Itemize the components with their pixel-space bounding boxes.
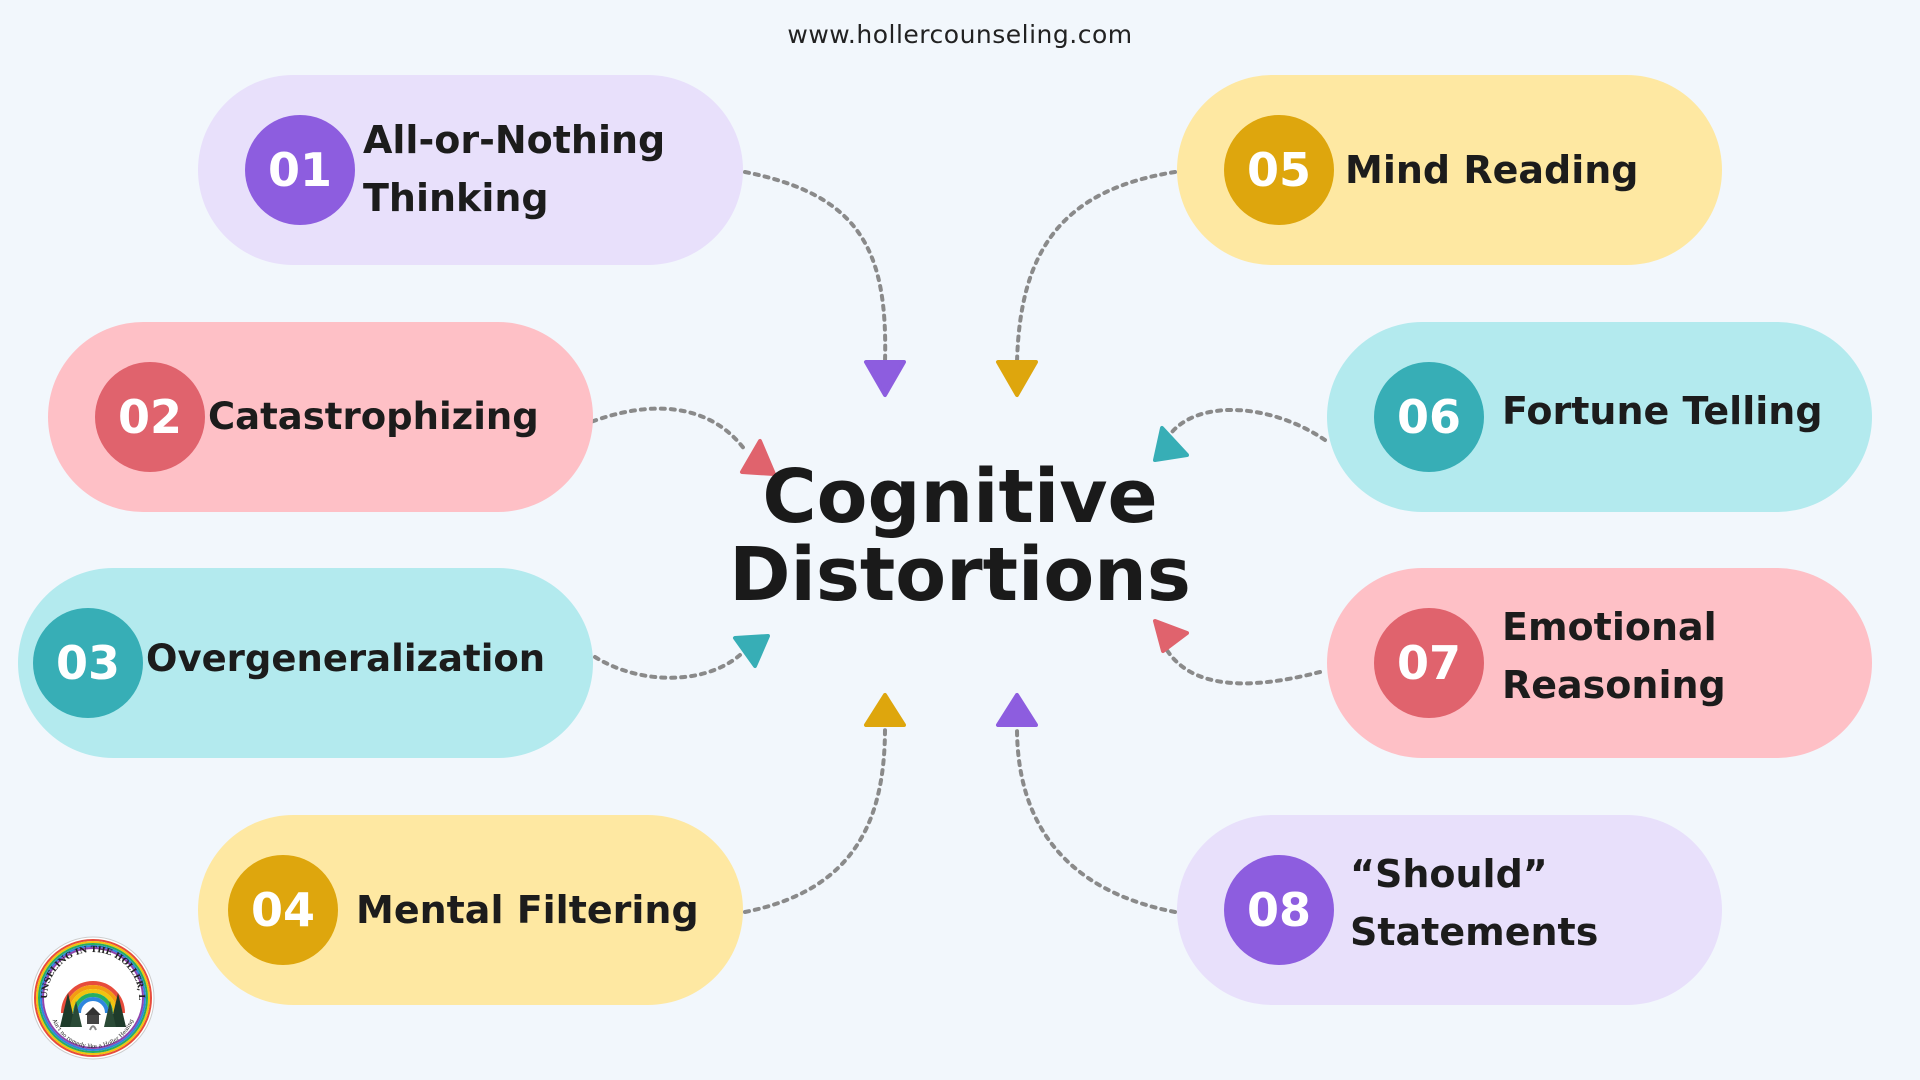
item-01-label-line2: Thinking [363,176,549,220]
title-line2: Distortions [729,532,1191,618]
item-02-number: 02 [95,362,205,472]
item-04-card: 04 Mental Filtering [198,815,743,1005]
item-08-label-line2: Statements [1350,910,1599,954]
item-08-card: 08 “Should” Statements [1177,815,1722,1005]
connector-05 [1015,170,1177,364]
item-03-label: Overgeneralization [146,630,545,688]
counseling-logo: COUNSELING IN THE HOLLER, LLC Ain't no r… [30,935,155,1060]
item-01-label: All-or-Nothing Thinking [363,111,665,227]
connector-06 [1170,408,1327,442]
diagram-title: Cognitive Distortions [700,458,1220,614]
arrowhead-06 [1153,426,1189,462]
item-06-label-line1: Fortune Telling [1502,389,1823,433]
item-04-number: 04 [228,855,338,965]
item-05-card: 05 Mind Reading [1177,75,1722,265]
item-08-number: 08 [1224,855,1334,965]
arrowhead-05 [996,360,1038,397]
item-01-label-line1: All-or-Nothing [363,118,666,162]
website-url[interactable]: www.hollercounseling.com [787,20,1133,49]
item-07-label-line1: Emotional [1502,605,1717,649]
item-07-label-line2: Reasoning [1502,663,1726,707]
item-07-card: 07 Emotional Reasoning [1327,568,1872,758]
arrowhead-07 [1153,619,1189,653]
title-line1: Cognitive [762,454,1158,540]
item-04-label: Mental Filtering [356,881,699,939]
item-08-label: “Should” Statements [1350,845,1598,961]
item-06-card: 06 Fortune Telling [1327,322,1872,512]
arrowhead-03 [733,634,770,668]
item-08-label-line1: “Should” [1350,852,1548,896]
item-01-number: 01 [245,115,355,225]
arrowhead-02 [740,439,776,476]
item-01-card: 01 All-or-Nothing Thinking [198,75,743,265]
item-03-card: 03 Overgeneralization [18,568,593,758]
item-06-label: Fortune Telling [1502,382,1823,440]
arrowhead-08 [996,693,1038,727]
connector-03 [593,653,742,680]
item-03-number: 03 [33,608,143,718]
arrowhead-04 [864,693,906,727]
item-07-label: Emotional Reasoning [1502,598,1726,714]
item-06-number: 06 [1374,362,1484,472]
connector-08 [1015,726,1177,914]
arrowhead-01 [864,360,906,397]
connector-04 [743,726,887,914]
connector-02 [581,406,747,452]
item-05-label-line1: Mind Reading [1345,148,1639,192]
item-02-card: 02 Catastrophizing [48,322,593,512]
connector-07 [1163,645,1322,686]
item-02-label: Catastrophizing [208,388,539,446]
item-05-number: 05 [1224,115,1334,225]
item-04-label-line1: Mental Filtering [356,888,699,932]
item-02-label-line1: Catastrophizing [208,395,539,438]
connector-01 [743,170,888,364]
item-03-label-line1: Overgeneralization [146,637,546,680]
item-07-number: 07 [1374,608,1484,718]
item-05-label: Mind Reading [1345,141,1638,199]
